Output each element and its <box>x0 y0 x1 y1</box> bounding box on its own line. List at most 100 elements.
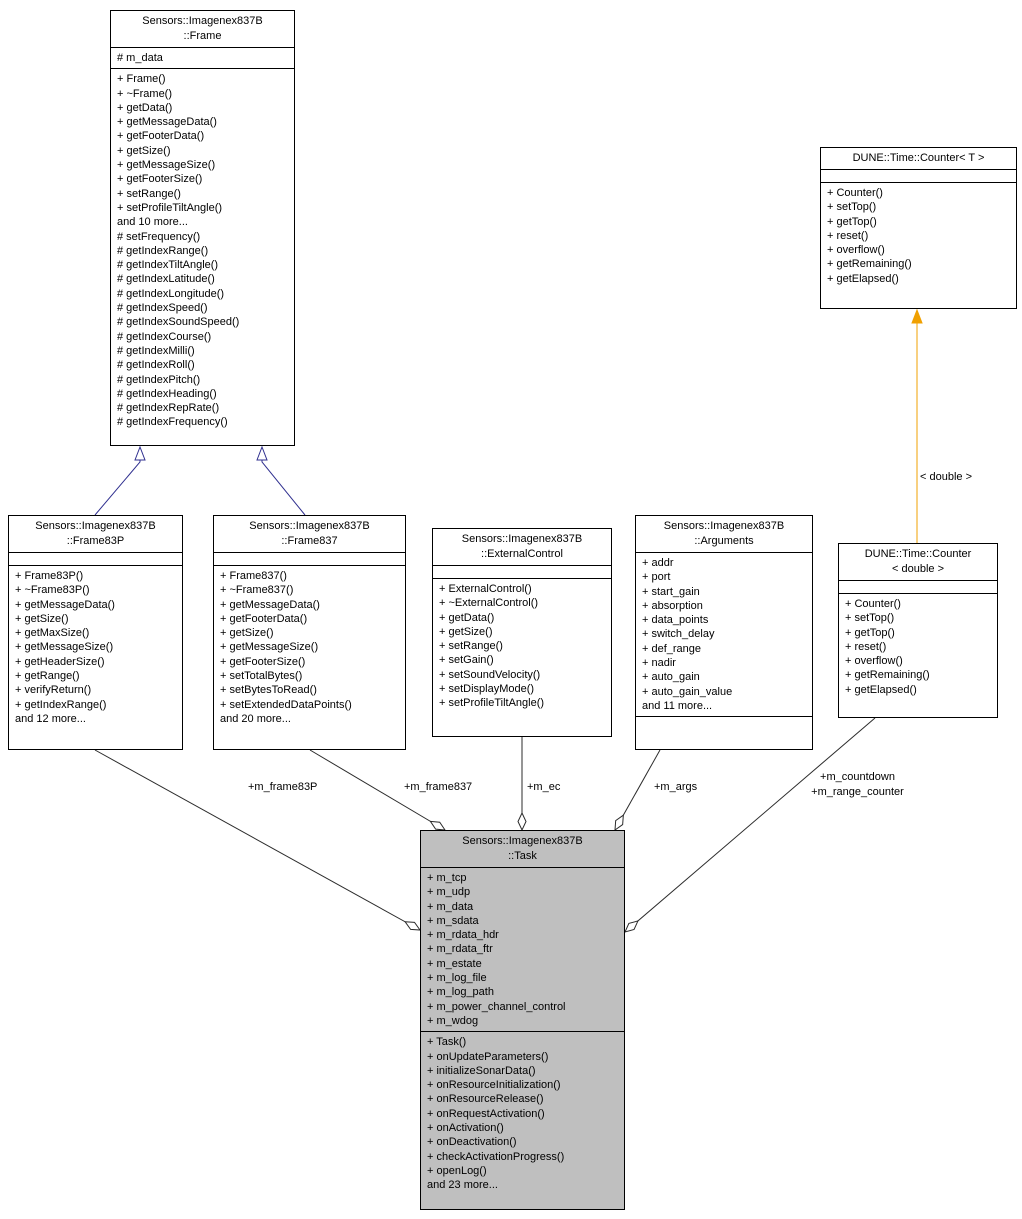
member-line: + getTop() <box>827 215 877 228</box>
member-line: + m_power_channel_control <box>427 1000 566 1013</box>
member-line: + ~ExternalControl() <box>439 597 539 610</box>
member-line: + getMessageData() <box>220 598 320 611</box>
member-line: + setTop() <box>827 201 877 214</box>
member-line: + m_log_file <box>427 972 487 985</box>
member-line: + overflow() <box>827 244 885 257</box>
member-line: + openLog() <box>427 1164 487 1177</box>
member-line: # getIndexFrequency() <box>117 416 228 429</box>
member-line: + setGain() <box>439 654 494 667</box>
member-line: + getMessageSize() <box>15 641 114 654</box>
member-line: + nadir <box>642 657 676 670</box>
aggregation-edge-frame83p-to-task <box>94 749 420 930</box>
member-line: + reset() <box>827 229 869 242</box>
methods-compartment: + Frame()+ ~Frame()+ getData()+ getMessa… <box>111 68 294 445</box>
class-box-task[interactable]: Sensors::Imagenex837B::Task + m_tcp+ m_u… <box>420 830 625 1210</box>
class-title-counter-t: DUNE::Time::Counter< T > <box>821 148 1016 169</box>
member-line: Sensors::Imagenex837B <box>249 520 370 532</box>
class-box-counter-t[interactable]: DUNE::Time::Counter< T > + Counter()+ se… <box>820 147 1017 309</box>
member-line: # getIndexRange() <box>117 244 209 257</box>
member-line: + setTotalBytes() <box>220 670 303 683</box>
class-title-external-control: Sensors::Imagenex837B::ExternalControl <box>433 529 611 565</box>
member-line: + ~Frame837() <box>220 584 294 597</box>
member-line: + m_tcp <box>427 872 467 884</box>
inheritance-edge-frame837-to-frame <box>256 445 306 516</box>
methods-compartment: + ExternalControl()+ ~ExternalControl()+… <box>433 578 611 736</box>
methods-compartment: + Frame83P() + ~Frame83P()+ getMessageDat… <box>9 565 182 749</box>
member-line: + onResourceInitialization() <box>427 1079 561 1092</box>
member-line: and 12 more... <box>15 712 86 725</box>
attributes-compartment <box>9 552 182 565</box>
member-line: # getIndexRoll() <box>117 359 195 372</box>
member-line: Sensors::Imagenex837B <box>461 533 583 545</box>
attributes-compartment: + m_tcp+ m_udp+ m_data+ m_sdata+ m_rdata… <box>421 867 624 1031</box>
attributes-compartment <box>821 169 1016 182</box>
member-line: + onRequestActivation() <box>427 1107 545 1120</box>
class-title-counter-double: DUNE::Time::Counter< double > <box>839 544 997 580</box>
member-line: + ~Frame83P() <box>15 584 90 597</box>
edge-label-m-countdown: +m_countdown <box>820 771 895 783</box>
member-line: + getElapsed() <box>827 272 899 285</box>
member-line: + getMessageSize() <box>220 641 319 654</box>
member-line: + switch_delay <box>642 628 715 641</box>
member-line: + onActivation() <box>427 1122 504 1135</box>
member-line: ::Arguments <box>694 535 754 547</box>
edge-label-m-frame83p: +m_frame83P <box>248 781 318 793</box>
member-line: # getIndexLatitude() <box>117 273 215 286</box>
member-line: # getIndexSpeed() <box>117 302 208 315</box>
member-line: # getIndexSoundSpeed() <box>117 316 240 329</box>
edge-label-template-double: < double > <box>920 471 972 483</box>
member-line: ::Frame <box>183 30 222 42</box>
member-line: + onUpdateParameters() <box>427 1050 549 1063</box>
member-line: and 23 more... <box>427 1179 498 1192</box>
member-line: + setSoundVelocity() <box>439 668 541 681</box>
member-line: + m_rdata_ftr <box>427 943 493 956</box>
member-line: + Frame83P() <box>15 570 84 582</box>
member-line: + getRemaining() <box>827 258 912 271</box>
member-line: + onDeactivation() <box>427 1136 517 1149</box>
member-line: + setProfileTiltAngle() <box>117 201 223 214</box>
member-line: and 11 more... <box>642 699 713 712</box>
member-line: # setFrequency() <box>117 230 201 243</box>
member-line: + Task() <box>427 1036 467 1049</box>
inheritance-edge-frame83p-to-frame <box>94 445 146 516</box>
methods-compartment <box>636 716 812 749</box>
member-line: + getElapsed() <box>845 683 917 696</box>
member-line: and 20 more... <box>220 712 291 725</box>
member-line: + getMessageData() <box>15 598 115 611</box>
member-line: + getRemaining() <box>845 669 930 682</box>
class-box-arguments[interactable]: Sensors::Imagenex837B::Arguments + addr+… <box>635 515 813 750</box>
member-line: + getIndexRange() <box>15 698 107 711</box>
edge-label-m-range-counter: +m_range_counter <box>811 786 904 798</box>
member-line: Sensors::Imagenex837B <box>462 835 583 847</box>
aggregation-edge-frame837-to-task <box>309 749 445 830</box>
methods-compartment: + Counter() + setTop()+ getTop()+ reset()… <box>821 182 1016 308</box>
member-line: Sensors::Imagenex837B <box>35 520 156 532</box>
attributes-compartment: + addr+ port+ start_gain+ absorption+ da… <box>636 552 812 716</box>
member-line: + setExtendedDataPoints() <box>220 698 352 711</box>
member-line: + Counter() <box>827 187 883 199</box>
member-line: + addr <box>642 557 674 569</box>
class-box-counter-double[interactable]: DUNE::Time::Counter< double > + Counter(… <box>838 543 998 718</box>
edge-label-m-frame837: +m_frame837 <box>404 781 473 793</box>
member-line: + getMessageData() <box>117 116 217 129</box>
attributes-compartment <box>433 565 611 578</box>
member-line: + getFooterData() <box>117 130 205 143</box>
member-line: # getIndexLongitude() <box>117 287 225 300</box>
member-line: + Frame() <box>117 73 166 86</box>
class-box-frame[interactable]: Sensors::Imagenex837B::Frame # m_data + … <box>110 10 295 446</box>
class-title-arguments: Sensors::Imagenex837B::Arguments <box>636 516 812 552</box>
member-line: + getMaxSize() <box>15 627 90 640</box>
member-line: + setBytesToRead() <box>220 684 317 697</box>
member-line: ::Frame83P <box>66 535 125 547</box>
member-line: + getHeaderSize() <box>15 655 105 668</box>
member-line: + m_data <box>427 900 474 913</box>
member-line: + initializeSonarData() <box>427 1064 536 1077</box>
member-line: + onResourceRelease() <box>427 1093 544 1106</box>
member-line: + reset() <box>845 640 887 653</box>
member-line: + getSize() <box>439 625 493 638</box>
class-box-frame83p[interactable]: Sensors::Imagenex837B::Frame83P + Frame8… <box>8 515 183 750</box>
member-line: + m_wdog <box>427 1014 479 1027</box>
class-box-external-control[interactable]: Sensors::Imagenex837B::ExternalControl +… <box>432 528 612 737</box>
class-box-frame837[interactable]: Sensors::Imagenex837B::Frame837 + Frame8… <box>213 515 406 750</box>
